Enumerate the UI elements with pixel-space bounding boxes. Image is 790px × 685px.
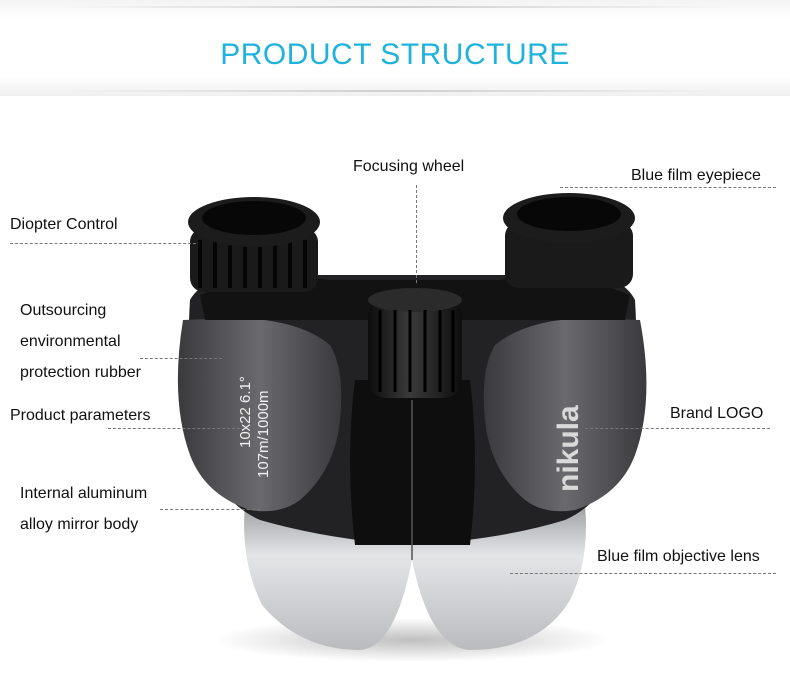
label-internal-line1: Internal aluminum <box>20 485 148 502</box>
label-internal-aluminum: Internal aluminum alloy mirror body <box>20 478 147 540</box>
leader-focusing-wheel <box>416 185 417 283</box>
leader-diopter-control <box>10 243 196 244</box>
label-blue-film-eyepiece: Blue film eyepiece <box>631 167 761 184</box>
leader-brand-logo <box>585 428 770 429</box>
header-band <box>0 0 790 96</box>
left-eyepiece-lens <box>202 201 306 235</box>
label-blue-film-objective: Blue film objective lens <box>597 548 760 565</box>
right-eyepiece-lens <box>517 197 621 231</box>
right-rubber-panel <box>483 318 647 512</box>
focusing-wheel-top <box>368 288 462 312</box>
diopter-ring-ridges <box>198 240 307 288</box>
leader-blue-film-eyepiece <box>560 187 776 188</box>
page-title: PRODUCT STRUCTURE <box>220 38 570 71</box>
label-internal-line2: alloy mirror body <box>20 516 139 533</box>
print-line-2: 107m/1000m <box>255 390 272 478</box>
label-outsourcing-rubber: Outsourcing environmental protection rub… <box>20 295 141 388</box>
leader-internal-aluminum <box>160 509 260 510</box>
leader-blue-film-objective <box>510 573 776 574</box>
brand-logo-text: nikula <box>552 405 585 492</box>
focusing-wheel-knob <box>368 298 462 398</box>
label-outsourcing-line1: Outsourcing <box>20 302 107 319</box>
focusing-wheel-ridges <box>378 310 455 392</box>
aluminum-body <box>244 505 586 650</box>
label-focusing-wheel: Focusing wheel <box>353 158 465 175</box>
leader-product-parameters <box>108 428 240 429</box>
header-divider-bottom <box>60 90 730 92</box>
label-outsourcing-line2: environmental <box>20 333 121 350</box>
header-divider-top <box>60 6 730 8</box>
leader-outsourcing-rubber <box>140 358 222 359</box>
left-eyecup-base <box>190 228 318 292</box>
label-brand-logo: Brand LOGO <box>670 405 764 422</box>
label-diopter-control: Diopter Control <box>10 216 118 233</box>
label-product-parameters: Product parameters <box>10 407 151 424</box>
left-rubber-panel <box>177 318 342 512</box>
label-outsourcing-line3: protection rubber <box>20 364 141 381</box>
print-line-1: 10x22 6.1° <box>237 376 254 448</box>
floor-shadow <box>212 618 612 662</box>
